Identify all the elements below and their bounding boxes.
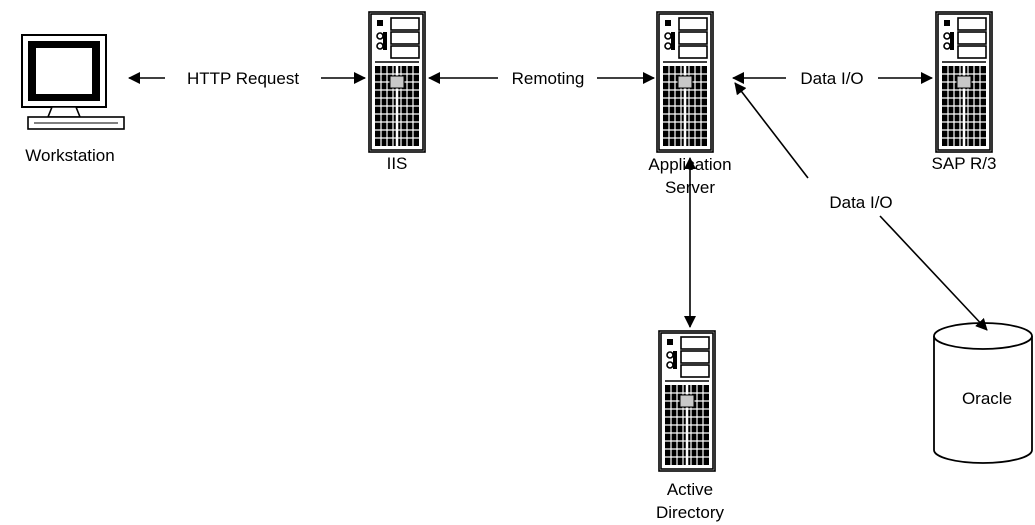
workstation-label: Workstation (25, 146, 114, 165)
active-directory-label-line2: Directory (656, 503, 725, 522)
sap-server-icon (934, 10, 994, 154)
oracle-label: Oracle (962, 389, 1012, 408)
http-request-label: HTTP Request (187, 69, 299, 88)
data-io-oracle-label: Data I/O (829, 193, 892, 212)
app-server-icon (655, 10, 715, 154)
remoting-label: Remoting (512, 69, 585, 88)
sap-label: SAP R/3 (932, 154, 997, 173)
active-directory-server-icon (657, 329, 717, 473)
iis-server-icon (367, 10, 427, 154)
active-directory-label-line1: Active (667, 480, 713, 499)
workstation-icon (21, 34, 125, 130)
oracle-database-icon (933, 322, 1033, 464)
data-io-oracle-connector (734, 82, 988, 331)
data-io-sap-label: Data I/O (800, 69, 863, 88)
iis-label: IIS (387, 154, 408, 173)
